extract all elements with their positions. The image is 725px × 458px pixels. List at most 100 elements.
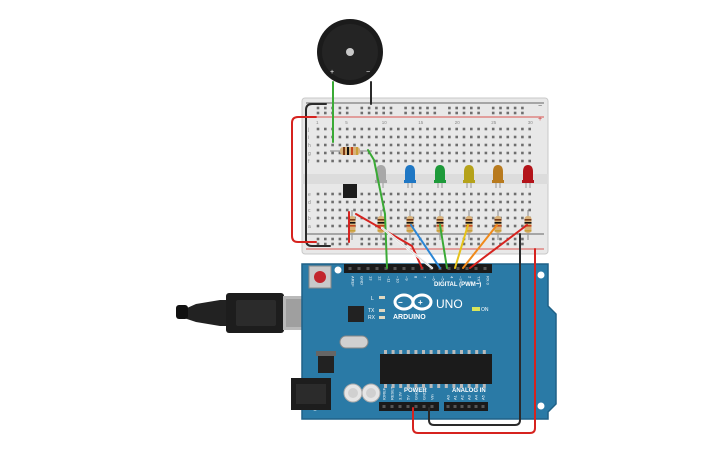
power-pin-label: 5V <box>406 395 411 400</box>
arduino-brand-label: ARDUINO <box>393 314 426 321</box>
digital-pin-label: ~6 <box>432 276 437 281</box>
row-letter: e <box>308 192 311 198</box>
power-pin[interactable] <box>398 405 402 408</box>
led-red <box>522 165 534 188</box>
digital-header <box>344 264 492 273</box>
digital-pin[interactable] <box>375 267 379 270</box>
row-letter: a <box>308 224 311 230</box>
power-pin-label: 3.3V <box>398 391 403 400</box>
signal-wire-red-a <box>355 213 423 269</box>
analog-pin[interactable] <box>453 405 457 408</box>
five-volt-wire <box>412 248 536 434</box>
digital-pin-label: ~3 <box>459 276 464 281</box>
power-pin-label: GND <box>422 391 427 400</box>
led-yellow <box>463 165 475 188</box>
arduino-logo: − + ARDUINO <box>393 293 433 321</box>
row-letter: d <box>308 200 311 206</box>
analog-pin[interactable] <box>467 405 471 408</box>
digital-pin-label: 12 <box>378 276 383 281</box>
column-number: 20 <box>455 120 461 125</box>
digital-pin-label: 8 <box>414 276 419 279</box>
digital-pin-label: 13 <box>369 276 374 281</box>
analog-pin[interactable] <box>446 405 450 408</box>
wires <box>291 81 536 434</box>
ground-return-wire <box>428 233 521 426</box>
led-wire-green <box>439 224 448 269</box>
column-number: 30 <box>528 120 534 125</box>
buzzer-minus-label: − <box>366 69 370 76</box>
l-led <box>379 296 385 299</box>
power-pin[interactable] <box>430 405 434 408</box>
tx-led <box>379 309 385 312</box>
led-wire-yellow <box>454 224 469 269</box>
digital-pin[interactable] <box>402 267 406 270</box>
digital-pin-label: TX 1 <box>477 276 482 285</box>
column-number: 10 <box>382 120 388 125</box>
digital-pin[interactable] <box>366 267 370 270</box>
digital-pin[interactable] <box>411 267 415 270</box>
power-pin[interactable] <box>414 405 418 408</box>
ground-rail-jumper <box>305 103 331 247</box>
led-blue <box>404 165 416 188</box>
power-pin[interactable] <box>390 405 394 408</box>
power-led <box>472 307 480 311</box>
digital-pin[interactable] <box>483 267 487 270</box>
crystal <box>339 335 369 349</box>
analog-pin[interactable] <box>481 405 485 408</box>
analog-pin-label: A4 <box>474 394 479 400</box>
digital-pin[interactable] <box>456 267 460 270</box>
power-rail-jumper <box>291 116 317 243</box>
digital-pin-label: 4 <box>450 276 455 279</box>
analog-pin-label: A3 <box>467 394 472 400</box>
led-wire-red <box>469 224 528 269</box>
row-letter: b <box>308 216 311 222</box>
digital-pin-label: ~11 <box>387 276 392 283</box>
rail-plus-top: + <box>538 116 542 123</box>
reset-button-cap[interactable] <box>314 271 326 283</box>
row-letter: f <box>308 159 310 165</box>
column-number: 15 <box>418 120 424 125</box>
atmega-chip <box>380 350 492 388</box>
led-orange <box>492 165 504 188</box>
led-green <box>434 165 446 188</box>
digital-pin[interactable] <box>447 267 451 270</box>
resistor <box>348 210 356 240</box>
digital-pin-label: RX 0 <box>486 276 491 286</box>
power-pin[interactable] <box>406 405 410 408</box>
l-label: L <box>371 296 374 302</box>
analog-pin[interactable] <box>460 405 464 408</box>
usb-chip <box>348 306 364 322</box>
digital-pin-label: ~9 <box>405 276 410 281</box>
row-letter: c <box>308 208 311 214</box>
buzzer-plus-label: + <box>330 69 334 76</box>
analog-header-label: ANALOG IN <box>452 388 486 394</box>
analog-pin-label: A1 <box>453 394 458 400</box>
analog-pin[interactable] <box>474 405 478 408</box>
row-letter: h <box>308 143 311 149</box>
column-number: 5 <box>345 120 348 125</box>
digital-pin[interactable] <box>384 267 388 270</box>
power-pin-label: IOREF <box>382 387 387 400</box>
analog-header-block <box>444 402 488 411</box>
power-pin[interactable] <box>422 405 426 408</box>
digital-pin[interactable] <box>357 267 361 270</box>
rx-label: RX <box>368 315 376 321</box>
digital-pin-label: ~5 <box>441 276 446 281</box>
analog-pin-label: A0 <box>446 394 451 400</box>
digital-pin-label: 2 <box>468 276 473 279</box>
digital-pin[interactable] <box>348 267 352 270</box>
power-pin[interactable] <box>382 405 386 408</box>
on-label: ON <box>481 307 489 313</box>
row-letter: j <box>307 127 309 133</box>
analog-pin-label: A5 <box>481 394 486 400</box>
small-ic <box>343 184 357 198</box>
column-number: 1 <box>316 120 319 125</box>
digital-pin[interactable] <box>465 267 469 270</box>
digital-pin[interactable] <box>474 267 478 270</box>
digital-pin[interactable] <box>393 267 397 270</box>
svg-text:+: + <box>418 298 423 307</box>
